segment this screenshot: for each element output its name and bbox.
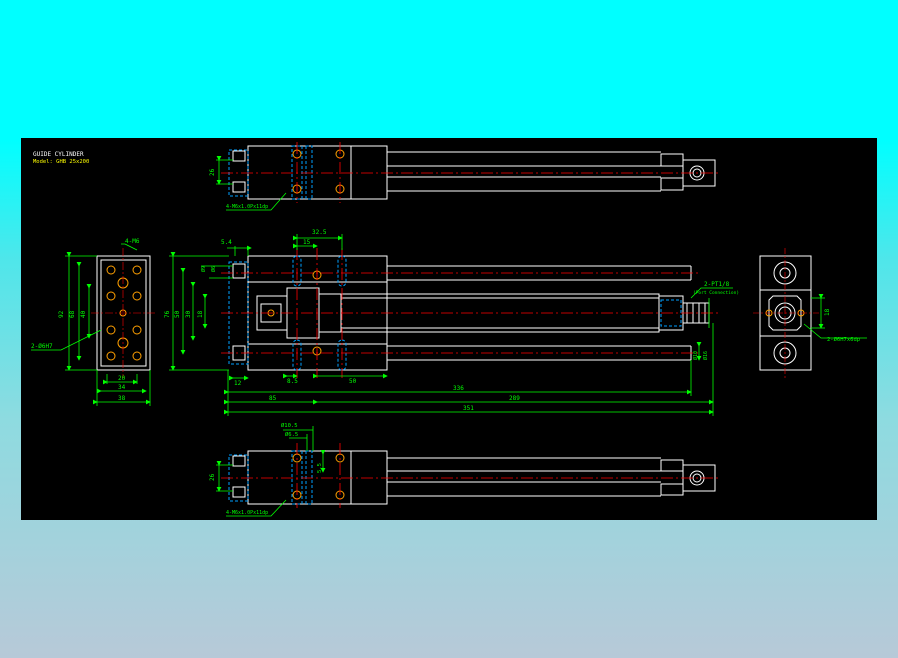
drawing-title: GUIDE CYLINDER: [33, 151, 84, 158]
main-dim-50: 50: [174, 310, 181, 318]
main-dim-d10: Ø10: [692, 351, 699, 360]
drawing-model: Model: GHB 25x200: [33, 159, 89, 165]
left-dim-38: 38: [118, 395, 126, 402]
main-port-label: 2-PT1/8: [704, 281, 730, 288]
top-view-holes: [292, 149, 345, 194]
left-pin-label: 2-Ø6H7: [31, 343, 53, 350]
main-dim-8-5: 8.5: [287, 378, 298, 385]
left-dim-68: 68: [69, 310, 76, 318]
main-port-note: (Port Connection): [693, 290, 739, 296]
right-pin-label: 2-Ø6H7x6dp: [827, 336, 860, 343]
main-dim-d9: Ø9: [200, 266, 207, 272]
left-dim-34: 34: [118, 384, 126, 391]
main-dim-12: 12: [234, 380, 242, 387]
left-dim-40: 40: [80, 310, 87, 318]
bottom-dim-d10-5: Ø10.5: [281, 422, 298, 429]
main-dim-15: 15: [303, 239, 311, 246]
main-dim-76: 76: [164, 310, 171, 318]
main-dim-18: 18: [197, 310, 204, 318]
bottom-dim-d6-5: Ø6.5: [285, 431, 298, 438]
main-dim-d16: Ø16: [702, 351, 709, 360]
bottom-dim-26: 26: [209, 473, 216, 481]
main-dim-289: 289: [509, 395, 520, 402]
left-holes-label: 4-M6: [125, 238, 140, 245]
main-dim-336: 336: [453, 385, 464, 392]
top-thread-label: 4-M6x1.0Px11dp: [226, 204, 268, 210]
left-dim-20: 20: [118, 375, 126, 382]
main-dim-32-5: 32.5: [312, 229, 327, 236]
bottom-dim-5-5: 5.5: [317, 463, 323, 473]
top-dim-26: 26: [209, 168, 216, 176]
main-dim-30: 30: [185, 310, 192, 318]
main-dim-85: 85: [269, 395, 277, 402]
main-dim-d6: Ø6: [210, 266, 217, 272]
main-dim-5-4: 5.4: [221, 239, 232, 246]
main-dim-50b: 50: [349, 378, 357, 385]
cad-drawing-sheet: GUIDE CYLINDER Model: GHB 25x200: [21, 138, 877, 520]
left-end-holes: [106, 265, 142, 361]
bottom-thread-label: 4-M6x1.0Px11dp: [226, 510, 268, 516]
cad-drawing-canvas: GUIDE CYLINDER Model: GHB 25x200: [31, 142, 867, 517]
right-dim-18: 18: [824, 308, 831, 316]
main-dim-351: 351: [463, 405, 474, 412]
left-dim-92: 92: [58, 310, 65, 318]
